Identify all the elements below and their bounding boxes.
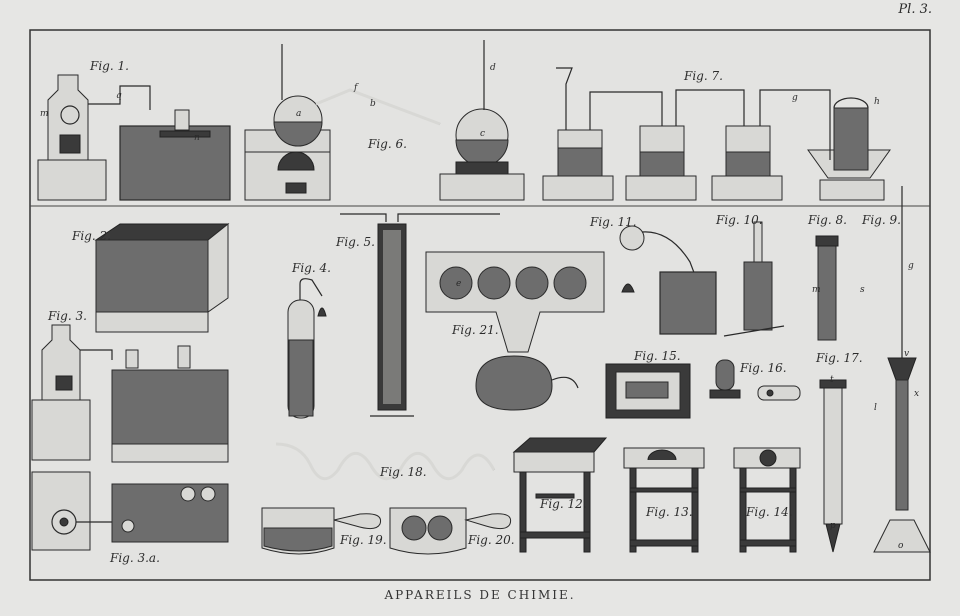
part-letter: e: [456, 279, 461, 289]
figure-label: Fig. 7.: [683, 69, 723, 83]
figure-label: Fig. 16.: [739, 361, 787, 375]
part-letter: t: [830, 375, 834, 385]
figure-label: Fig. 4.: [291, 261, 331, 275]
figure-label: Fig. 15.: [633, 349, 681, 363]
figure-13-stand: [623, 447, 705, 553]
plate-caption: APPAREILS DE CHIMIE.: [384, 588, 576, 602]
figure-6-distillation: [244, 40, 525, 201]
figure-1-furnace-trough: [37, 74, 231, 201]
figure-label: Fig. 18.: [379, 465, 427, 479]
figure-3-furnace-trough: [31, 324, 229, 463]
figure-label: Fig. 1.: [89, 59, 129, 73]
part-letter: b: [370, 99, 376, 109]
figure-20-bath: [389, 507, 512, 555]
part-letter: q: [116, 91, 122, 101]
figure-16-fitting: [709, 359, 801, 401]
part-letter: m: [40, 109, 49, 119]
figure-9-apparatus: [873, 186, 931, 553]
figure-label: Fig. 10.: [715, 213, 763, 227]
part-letter: g: [908, 261, 914, 271]
figure-label: Fig. 12.: [539, 497, 587, 511]
figure-11-retort-beaker: [619, 225, 717, 335]
figure-label: Fig. 11.: [589, 215, 637, 229]
figure-4-tube: [287, 278, 327, 419]
part-letter: h: [874, 97, 880, 107]
figure-label: Fig. 13.: [645, 505, 693, 519]
part-letter: s: [860, 285, 865, 295]
part-letter: x: [914, 389, 919, 399]
figure-label: Fig. 20.: [467, 533, 515, 547]
figure-10-eudiometer: [723, 221, 785, 337]
figure-21-water-bath: [425, 251, 605, 411]
figure-label: Fig. 14.: [745, 505, 793, 519]
figure-19-bath: [261, 507, 382, 555]
figure-2-box: [94, 222, 230, 333]
part-letter: m: [812, 285, 821, 295]
figure-label: Fig. 3.: [47, 309, 87, 323]
figure-5-column: [340, 213, 500, 417]
figure-7-woulfe-bottles: [542, 67, 891, 201]
figure-8-tube: [815, 235, 839, 341]
figure-12-stand: [512, 437, 608, 553]
figure-label: Fig. 3.a.: [109, 551, 160, 565]
figure-15-tray: [605, 363, 691, 419]
figure-18-serpentine: [275, 442, 496, 481]
part-letter: n: [194, 133, 200, 143]
part-letter: l: [874, 403, 877, 413]
part-letter: o: [898, 541, 904, 551]
figure-17-column: [819, 379, 847, 553]
figure-label: Fig. 17.: [815, 351, 863, 365]
part-letter: v: [904, 349, 909, 359]
figure-label: Fig. 6.: [367, 137, 407, 151]
figure-label: Fig. 5.: [335, 235, 375, 249]
part-letter: f: [353, 83, 359, 93]
figure-14-stand: [733, 447, 801, 553]
part-letter: d: [490, 63, 496, 73]
figure-label: Fig. 2.: [71, 229, 111, 243]
figure-label: Fig. 8.: [807, 213, 847, 227]
part-letter: c: [480, 129, 485, 139]
figure-3a-plan-view: [31, 471, 229, 551]
figure-label: Fig. 9.: [861, 213, 901, 227]
plate-number: Pl. 3.: [898, 2, 932, 17]
part-letter: p: [830, 521, 836, 531]
part-letter: a: [296, 109, 301, 119]
figure-label: Fig. 19.: [339, 533, 387, 547]
figure-label: Fig. 21.: [451, 323, 499, 337]
part-letter: g: [792, 93, 798, 103]
